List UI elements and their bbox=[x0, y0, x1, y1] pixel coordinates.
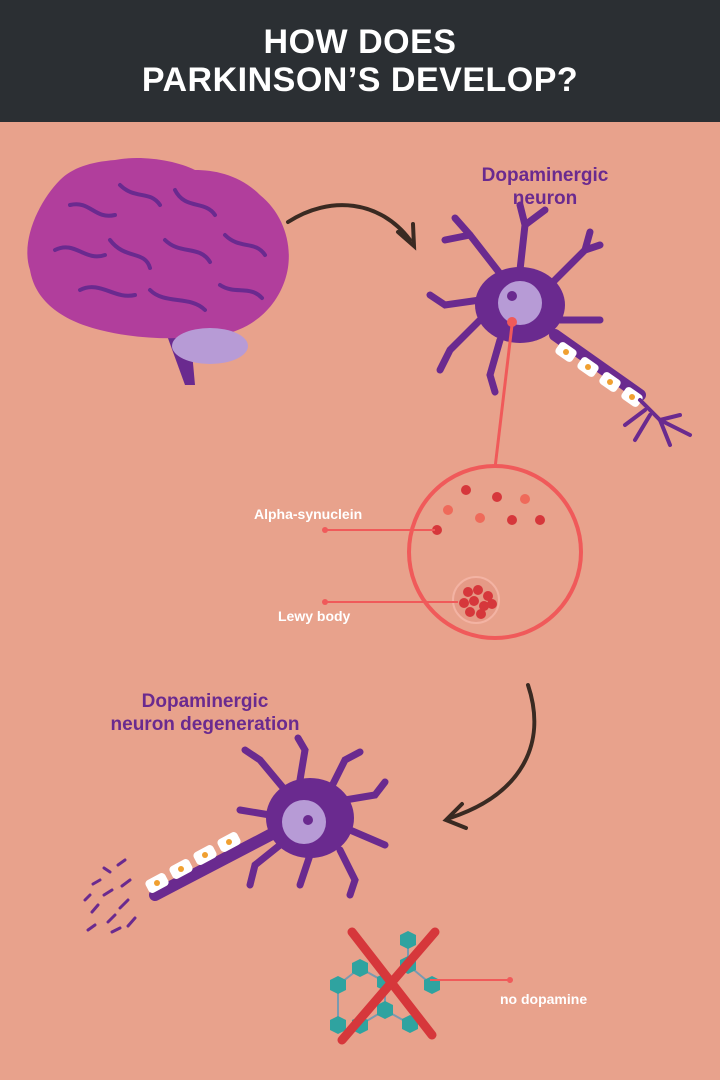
degeneration-label-line-1: Dopaminergic bbox=[141, 691, 269, 712]
neuron-bottom-myelin bbox=[145, 832, 241, 893]
neuron-top bbox=[426, 201, 692, 447]
arrow-brain-to-neuron bbox=[286, 203, 412, 242]
arrow-to-degeneration-head bbox=[442, 802, 468, 830]
neuron-degenerating bbox=[83, 734, 389, 934]
lewy-body-label: Lewy body bbox=[278, 608, 351, 624]
neuron-top-dendrites bbox=[426, 201, 604, 396]
neuron-bottom-dendrites bbox=[236, 734, 389, 899]
neuron-label-line-2: neuron bbox=[512, 188, 578, 209]
brain-folds bbox=[53, 183, 267, 312]
title-line-1: HOW DOES bbox=[263, 23, 457, 61]
brain-illustration bbox=[27, 158, 289, 385]
arrow-to-degeneration bbox=[448, 683, 537, 820]
alpha-synuclein-label: Alpha-synuclein bbox=[254, 506, 363, 522]
neuron-label: Dopaminergic neuron bbox=[450, 164, 640, 210]
neuron-top-highlight bbox=[507, 317, 517, 327]
degeneration-label: Dopaminergic neuron degeneration bbox=[80, 690, 330, 736]
no-dopamine-label: no dopamine bbox=[500, 991, 588, 1007]
zoom-circle bbox=[407, 464, 583, 640]
neuron-top-myelin bbox=[555, 342, 643, 407]
neuron-label-line-1: Dopaminergic bbox=[481, 165, 609, 186]
brain-cerebellum bbox=[172, 328, 248, 364]
zoom-connector bbox=[493, 324, 514, 469]
neuron-bottom-axon bbox=[149, 829, 276, 901]
header-bar: HOW DOES PARKINSON’S DEVELOP? bbox=[0, 0, 720, 122]
title-line-2: PARKINSON’S DEVELOP? bbox=[141, 61, 579, 99]
neuron-bottom-fragments bbox=[83, 858, 137, 934]
degeneration-label-line-2: neuron degeneration bbox=[110, 714, 300, 735]
dopamine-molecule bbox=[330, 927, 440, 1045]
neuron-top-axon bbox=[549, 329, 646, 401]
brain-cerebrum bbox=[27, 158, 289, 339]
neuron-top-nucleus bbox=[498, 281, 542, 325]
neuron-top-terminals bbox=[623, 398, 692, 447]
arrow-brain-to-neuron-head bbox=[396, 222, 417, 251]
lewy-body-dots bbox=[459, 585, 497, 619]
alpha-synuclein-dots bbox=[432, 485, 545, 535]
cross-icon bbox=[337, 927, 440, 1045]
